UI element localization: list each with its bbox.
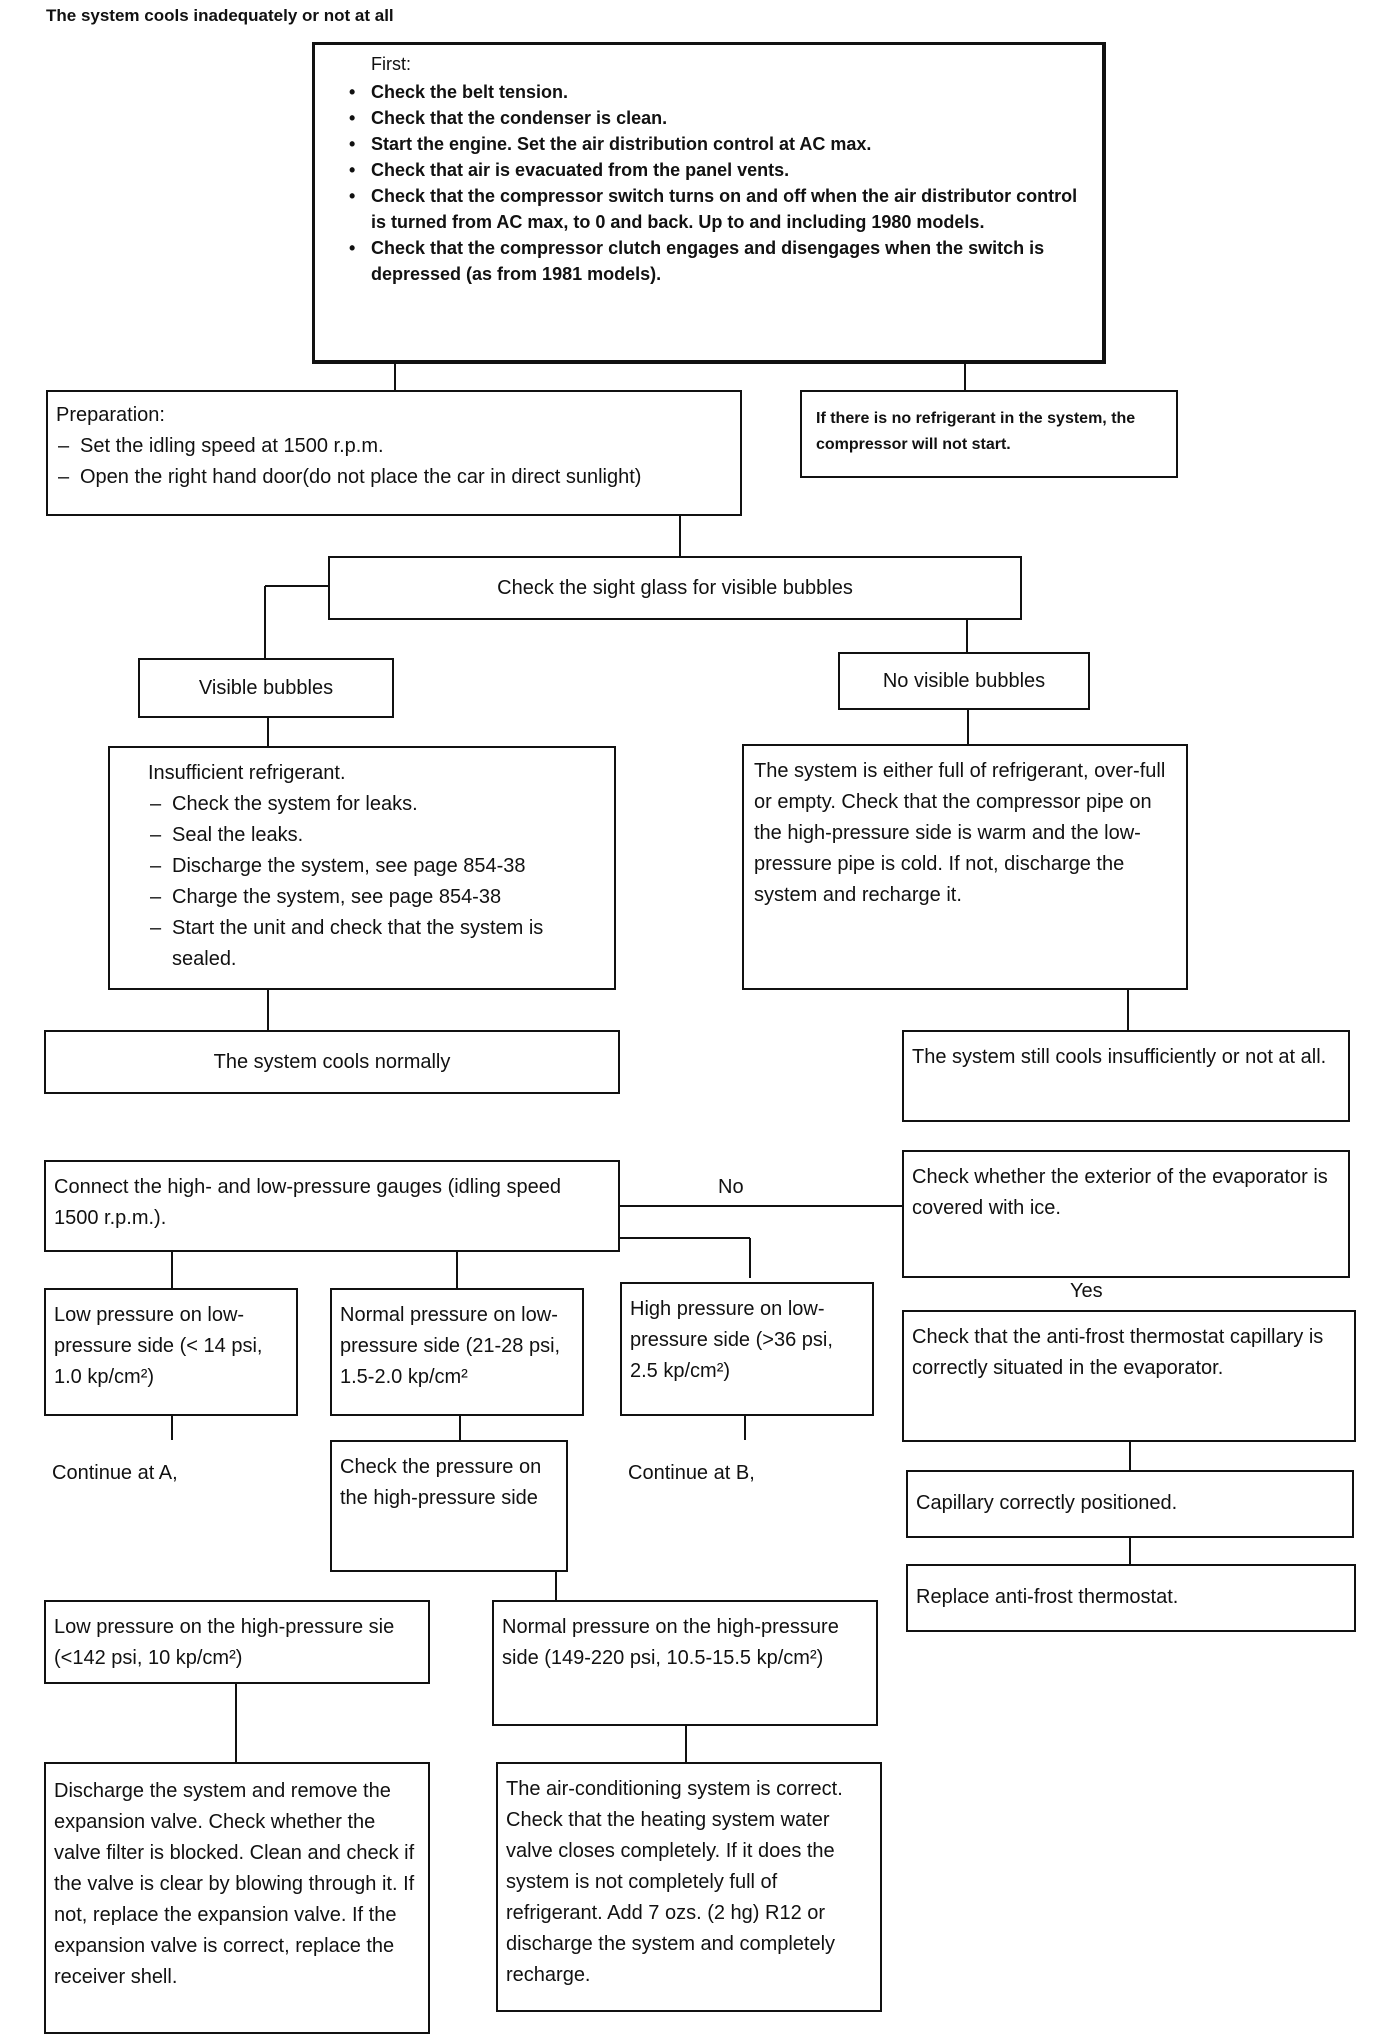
no-refrigerant-note-text: If there is no refrigerant in the system… (816, 410, 1136, 453)
insufficient-item: Start the unit and check that the system… (150, 913, 576, 975)
normal-pressure-low-side-box: Normal pressure on low-pressure side (21… (330, 1288, 584, 1416)
full-or-empty-box: The system is either full of refrigerant… (742, 744, 1188, 990)
connect-gauges-box: Connect the high- and low-pressure gauge… (44, 1160, 620, 1252)
low-pressure-low-side-text: Low pressure on low-pressure side (< 14 … (54, 1304, 263, 1388)
normal-pressure-low-side-text: Normal pressure on low-pressure side (21… (340, 1304, 561, 1388)
discharge-expansion-valve-text: Discharge the system and remove the expa… (54, 1780, 415, 1988)
low-pressure-low-side-box: Low pressure on low-pressure side (< 14 … (44, 1288, 298, 1416)
connect-gauges-text: Connect the high- and low-pressure gauge… (54, 1176, 561, 1229)
high-pressure-low-side-box: High pressure on low-pressure side (>36 … (620, 1282, 874, 1416)
still-insufficient-text: The system still cools insufficiently or… (912, 1046, 1327, 1068)
replace-thermostat-box: Replace anti-frost thermostat. (906, 1564, 1356, 1632)
capillary-check-text: Check that the anti-frost thermostat cap… (912, 1326, 1324, 1379)
first-heading: First: (371, 54, 411, 74)
no-visible-bubbles-box: No visible bubbles (838, 652, 1090, 710)
capillary-ok-text: Capillary correctly positioned. (916, 1492, 1178, 1514)
visible-bubbles-box: Visible bubbles (138, 658, 394, 718)
insufficient-refrigerant-box: Insufficient refrigerant. Check the syst… (108, 746, 616, 990)
ac-correct-box: The air-conditioning system is correct. … (496, 1762, 882, 2012)
still-insufficient-box: The system still cools insufficiently or… (902, 1030, 1350, 1122)
low-pressure-high-side-text: Low pressure on the high-pressure sie (<… (54, 1616, 395, 1669)
evaporator-ice-text: Check whether the exterior of the evapor… (912, 1166, 1328, 1219)
capillary-ok-box: Capillary correctly positioned. (906, 1470, 1354, 1538)
normal-pressure-high-side-text: Normal pressure on the high-pressure sid… (502, 1616, 839, 1669)
yes-label: Yes (1070, 1280, 1103, 1302)
no-label: No (718, 1176, 744, 1198)
insufficient-item: Discharge the system, see page 854-38 (150, 851, 576, 882)
visible-bubbles-text: Visible bubbles (198, 676, 334, 699)
insufficient-item: Seal the leaks. (150, 820, 576, 851)
insufficient-heading: Insufficient refrigerant. (148, 762, 346, 784)
no-visible-bubbles-text: No visible bubbles (882, 669, 1046, 692)
evaporator-ice-box: Check whether the exterior of the evapor… (902, 1150, 1350, 1278)
first-item: Check the belt tension. (349, 79, 1082, 105)
cools-normally-text: The system cools normally (213, 1050, 451, 1073)
sight-glass-box: Check the sight glass for visible bubble… (328, 556, 1022, 620)
low-pressure-high-side-box: Low pressure on the high-pressure sie (<… (44, 1600, 430, 1684)
continue-a-label: Continue at A, (52, 1462, 178, 1484)
first-item: Check that air is evacuated from the pan… (349, 157, 1082, 183)
first-checks-box: First: Check the belt tension. Check tha… (312, 42, 1106, 364)
high-pressure-low-side-text: High pressure on low-pressure side (>36 … (630, 1298, 833, 1382)
discharge-expansion-valve-box: Discharge the system and remove the expa… (44, 1762, 430, 2034)
no-refrigerant-note-box: If there is no refrigerant in the system… (800, 390, 1178, 478)
ac-correct-text: The air-conditioning system is correct. … (506, 1778, 843, 1986)
normal-pressure-high-side-box: Normal pressure on the high-pressure sid… (492, 1600, 878, 1726)
insufficient-item: Charge the system, see page 854-38 (150, 882, 576, 913)
sight-glass-text: Check the sight glass for visible bubble… (497, 576, 853, 599)
continue-b-label: Continue at B, (628, 1462, 755, 1484)
insufficient-item: Check the system for leaks. (150, 789, 576, 820)
first-item: Check that the compressor clutch engages… (349, 235, 1082, 287)
full-or-empty-text: The system is either full of refrigerant… (754, 760, 1166, 906)
cools-normally-box: The system cools normally (44, 1030, 620, 1094)
first-item: Check that the condenser is clean. (349, 105, 1082, 131)
replace-thermostat-text: Replace anti-frost thermostat. (916, 1586, 1179, 1608)
preparation-heading: Preparation: (56, 404, 165, 426)
check-high-side-box: Check the pressure on the high-pressure … (330, 1440, 568, 1572)
capillary-check-box: Check that the anti-frost thermostat cap… (902, 1310, 1356, 1442)
preparation-item: Open the right hand door(do not place th… (58, 462, 732, 493)
first-item: Check that the compressor switch turns o… (349, 183, 1082, 235)
first-item: Start the engine. Set the air distributi… (349, 131, 1082, 157)
check-high-side-text: Check the pressure on the high-pressure … (340, 1456, 542, 1509)
preparation-box: Preparation: Set the idling speed at 150… (46, 390, 742, 516)
page-title: The system cools inadequately or not at … (46, 6, 394, 25)
preparation-item: Set the idling speed at 1500 r.p.m. (58, 431, 732, 462)
